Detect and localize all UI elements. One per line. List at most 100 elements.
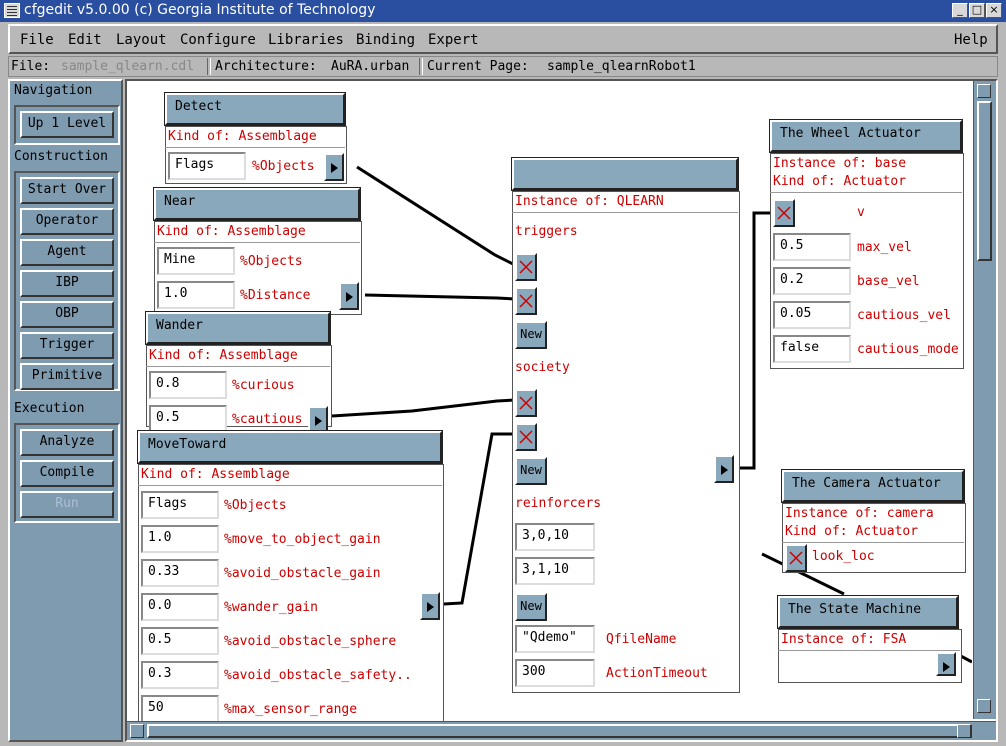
close-icon[interactable]: × xyxy=(986,3,1002,18)
qfilename-field[interactable]: "Qdemo" xyxy=(515,625,595,653)
movetoward-param-label: %avoid_obstacle_safety.. xyxy=(224,668,412,683)
society-port-2-icon[interactable] xyxy=(515,423,537,451)
detect-kind: Kind of: Assemblage xyxy=(168,129,317,144)
horizontal-scroll-thumb[interactable] xyxy=(147,724,972,738)
reinforcer-1-field[interactable]: 3,0,10 xyxy=(515,523,595,551)
menu-expert[interactable]: Expert xyxy=(428,32,479,48)
file-value: sample_qlearn.cdl xyxy=(61,59,195,74)
execution-heading: Execution xyxy=(14,401,85,416)
menu-configure[interactable]: Configure xyxy=(180,32,256,48)
execution-group: Analyze Compile Run xyxy=(14,423,120,523)
movetoward-value-field[interactable]: 0.0 xyxy=(141,593,219,621)
horizontal-scrollbar[interactable] xyxy=(127,721,996,740)
wheel-value-field[interactable]: 0.5 xyxy=(773,233,851,261)
scroll-down-icon[interactable] xyxy=(977,699,991,713)
movetoward-value-field[interactable]: 0.3 xyxy=(141,661,219,689)
fsa-output-arrow-icon[interactable] xyxy=(936,652,956,676)
actiontimeout-field[interactable]: 300 xyxy=(515,659,595,687)
maximize-icon[interactable]: □ xyxy=(969,3,985,18)
wheel-v-port-icon[interactable] xyxy=(773,199,795,227)
primitive-button[interactable]: Primitive xyxy=(20,363,114,390)
wander-cautious-field[interactable]: 0.5 xyxy=(149,405,227,433)
minimize-icon[interactable]: _ xyxy=(952,3,968,18)
operator-button[interactable]: Operator xyxy=(20,208,114,235)
qlearn-node-title[interactable] xyxy=(511,157,739,191)
menu-bar: File Edit Layout Configure Libraries Bin… xyxy=(8,24,998,54)
movetoward-value-field[interactable]: Flags xyxy=(141,491,219,519)
actiontimeout-label: ActionTimeout xyxy=(606,666,708,681)
menu-file[interactable]: File xyxy=(20,32,54,48)
movetoward-value-field[interactable]: 1.0 xyxy=(141,525,219,553)
window-title: cfgedit v5.0.00 (c) Georgia Institute of… xyxy=(24,2,376,18)
menu-edit[interactable]: Edit xyxy=(68,32,102,48)
menu-binding[interactable]: Binding xyxy=(356,32,416,48)
scroll-up-icon[interactable] xyxy=(977,84,991,98)
reinforcer-2-field[interactable]: 3,1,10 xyxy=(515,557,595,585)
triggers-new-button[interactable]: New xyxy=(515,321,547,349)
state-machine-title[interactable]: The State Machine xyxy=(777,595,959,629)
detect-flags-field[interactable]: Flags xyxy=(168,152,246,180)
near-objects-field[interactable]: Mine xyxy=(157,247,235,275)
wander-node-title[interactable]: Wander xyxy=(145,311,331,345)
up-level-button[interactable]: Up 1 Level xyxy=(20,111,114,138)
near-distance-field[interactable]: 1.0 xyxy=(157,281,235,309)
near-kind: Kind of: Assemblage xyxy=(157,224,306,239)
wheel-value-field[interactable]: 0.2 xyxy=(773,267,851,295)
vertical-scrollbar[interactable] xyxy=(973,81,996,719)
movetoward-kind: Kind of: Assemblage xyxy=(141,467,290,482)
architecture-value: AuRA.urban xyxy=(331,59,410,74)
camera-actuator-title[interactable]: The Camera Actuator xyxy=(781,469,965,503)
society-port-1-icon[interactable] xyxy=(515,389,537,417)
camera-instance: Instance of: camera xyxy=(785,506,934,521)
movetoward-value-field[interactable]: 0.33 xyxy=(141,559,219,587)
reinforcers-new-button[interactable]: New xyxy=(515,593,547,621)
near-node-title[interactable]: Near xyxy=(153,187,361,221)
triggers-port-1-icon[interactable] xyxy=(515,253,537,281)
scroll-right-icon[interactable] xyxy=(957,724,971,738)
qlearn-node[interactable] xyxy=(512,191,740,693)
start-over-button[interactable]: Start Over xyxy=(20,177,114,204)
wheel-actuator-node[interactable] xyxy=(770,153,964,369)
diagram-area[interactable]: Detect Kind of: Assemblage Flags %Object… xyxy=(132,84,972,721)
analyze-button[interactable]: Analyze xyxy=(20,429,114,456)
qlearn-output-arrow-icon[interactable] xyxy=(714,455,734,483)
movetoward-value-field[interactable]: 50 xyxy=(141,695,219,721)
camera-actuator-node[interactable] xyxy=(782,503,966,573)
wheel-param-label: cautious_vel xyxy=(857,308,951,323)
near-output-arrow-icon[interactable] xyxy=(339,282,359,310)
wheel-value-field[interactable]: 0.05 xyxy=(773,301,851,329)
wheel-actuator-title[interactable]: The Wheel Actuator xyxy=(769,119,963,153)
scroll-left-icon[interactable] xyxy=(130,724,144,738)
construction-group: Start Over Operator Agent IBP OBP Trigge… xyxy=(14,171,120,391)
triggers-port-2-icon[interactable] xyxy=(515,287,537,315)
navigation-group: Up 1 Level xyxy=(14,105,120,145)
window-menu-icon[interactable] xyxy=(4,3,20,18)
camera-look-port-icon[interactable] xyxy=(785,544,807,572)
movetoward-node-title[interactable]: MoveToward xyxy=(137,430,443,464)
connection-wires xyxy=(331,165,972,664)
state-machine-node[interactable] xyxy=(778,629,962,683)
wander-output-arrow-icon[interactable] xyxy=(308,406,328,434)
movetoward-param-label: %wander_gain xyxy=(224,600,318,615)
detect-objects-label: %Objects xyxy=(252,159,315,174)
diagram-canvas[interactable]: Detect Kind of: Assemblage Flags %Object… xyxy=(125,79,998,742)
compile-button[interactable]: Compile xyxy=(20,460,114,487)
wheel-v-label: v xyxy=(857,205,865,220)
obp-button[interactable]: OBP xyxy=(20,301,114,328)
society-new-button[interactable]: New xyxy=(515,457,547,485)
menu-help[interactable]: Help xyxy=(954,32,988,48)
agent-button[interactable]: Agent xyxy=(20,239,114,266)
detect-node-title[interactable]: Detect xyxy=(164,92,346,126)
ibp-button[interactable]: IBP xyxy=(20,270,114,297)
wheel-value-field[interactable]: false xyxy=(773,335,851,363)
trigger-button[interactable]: Trigger xyxy=(20,332,114,359)
movetoward-output-arrow-icon[interactable] xyxy=(420,592,440,620)
menu-libraries[interactable]: Libraries xyxy=(268,32,344,48)
wander-curious-field[interactable]: 0.8 xyxy=(149,371,227,399)
menu-layout[interactable]: Layout xyxy=(116,32,167,48)
movetoward-value-field[interactable]: 0.5 xyxy=(141,627,219,655)
run-button[interactable]: Run xyxy=(20,491,114,518)
architecture-label: Architecture: xyxy=(215,59,317,74)
detect-output-arrow-icon[interactable] xyxy=(324,153,344,181)
vertical-scroll-thumb[interactable] xyxy=(977,101,992,261)
